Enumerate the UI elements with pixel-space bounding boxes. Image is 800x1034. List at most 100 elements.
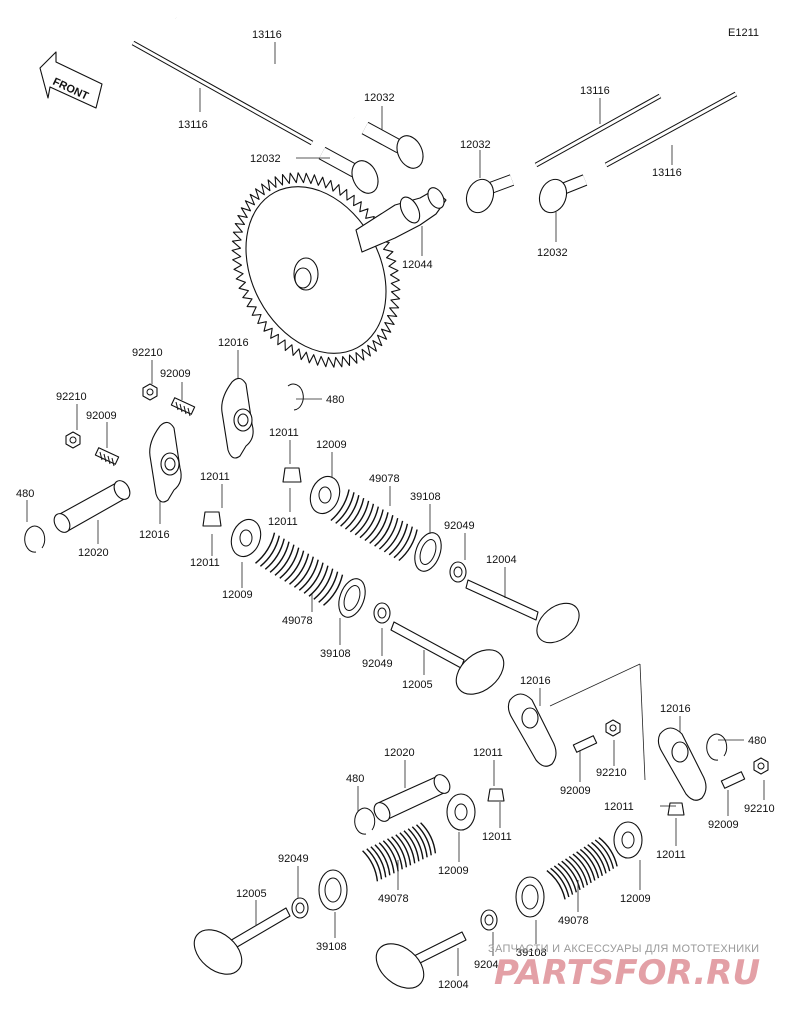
part-label: 92210 — [132, 347, 163, 359]
part-label: 39108 — [410, 491, 441, 503]
part-label: 49078 — [378, 893, 409, 905]
adjusting-screw-part — [170, 397, 196, 417]
part-label: 13116 — [652, 167, 682, 179]
rocker-shaft-part — [373, 774, 451, 822]
part-label: 39108 — [320, 648, 351, 660]
part-label: 12011 — [200, 471, 230, 483]
part-label: 92009 — [708, 819, 739, 831]
nut-part — [65, 431, 81, 449]
part-label: 12032 — [364, 92, 395, 104]
part-label: 39108 — [516, 947, 547, 959]
nut-part — [605, 719, 621, 737]
part-label: 12011 — [656, 849, 686, 861]
push-rod-part — [604, 91, 738, 168]
leader-lines — [26, 42, 765, 976]
part-label: 12011 — [190, 557, 220, 569]
spring-seat-part — [338, 578, 366, 618]
part-label: 12011 — [268, 516, 298, 528]
part-label: 12032 — [250, 153, 281, 165]
cotter-part — [202, 511, 222, 527]
valve-lifter-part — [465, 174, 515, 214]
spring-retainer-part — [613, 821, 643, 859]
part-label: 12011 — [482, 831, 512, 843]
part-label: 12016 — [520, 675, 551, 687]
valve-lifter-part — [318, 146, 379, 194]
part-label: 13116 — [252, 29, 282, 41]
valve-part — [390, 621, 505, 695]
valve-part — [375, 931, 467, 989]
part-label: 12011 — [604, 801, 634, 813]
part-label: 13116 — [580, 85, 610, 97]
valve-part — [465, 579, 580, 644]
front-arrow-icon: FRONT — [39, 51, 103, 109]
adjusting-screw-part — [94, 447, 120, 467]
circlip-part — [706, 733, 728, 761]
valve-spring-part — [255, 532, 344, 606]
rocker-shaft-part — [53, 480, 131, 533]
part-label: 12016 — [660, 703, 691, 715]
push-rod-part — [534, 93, 662, 168]
part-label: 13116 — [178, 119, 208, 131]
part-label: 92049 — [278, 853, 309, 865]
cotter-part — [667, 802, 685, 816]
part-label: 12044 — [402, 259, 433, 271]
spring-retainer-part — [446, 793, 476, 831]
circlip-part — [24, 525, 46, 553]
part-label: 480 — [16, 488, 34, 500]
part-label: 12009 — [316, 439, 347, 451]
part-label: 12020 — [384, 747, 415, 759]
part-label: 12009 — [438, 865, 469, 877]
camshaft-part — [231, 172, 447, 368]
part-label: 92049 — [474, 959, 505, 971]
nut-part — [142, 383, 158, 401]
part-label: 39108 — [316, 941, 347, 953]
adjusting-screw-part — [572, 735, 598, 753]
part-label: 92009 — [160, 368, 191, 380]
valve-spring-part — [362, 822, 437, 882]
nut-part — [753, 757, 769, 775]
valve-spring-part — [546, 837, 618, 900]
spring-seat-part — [515, 876, 545, 918]
stem-seal-part — [449, 561, 467, 583]
watermark-caption: ЗАПЧАСТИ И АКСЕССУАРЫ ДЛЯ МОТОТЕХНИКИ — [488, 943, 759, 955]
part-label: 12009 — [222, 589, 253, 601]
part-label: 92210 — [744, 803, 775, 815]
part-label: 12032 — [460, 139, 491, 151]
valve-lifter-part — [538, 174, 588, 214]
stem-seal-part — [291, 897, 309, 919]
rocker-arm-part — [221, 377, 254, 459]
part-label: 12032 — [537, 247, 568, 259]
part-label: 12020 — [78, 547, 109, 559]
part-label: 92210 — [596, 767, 627, 779]
part-label: 12011 — [473, 747, 503, 759]
circlip-part — [287, 383, 304, 411]
part-label: 92049 — [444, 520, 475, 532]
push-rod-part — [131, 40, 314, 146]
part-label: 49078 — [558, 915, 589, 927]
rocker-arm-part — [507, 693, 557, 767]
part-label: 12016 — [139, 529, 170, 541]
circlip-part — [354, 807, 376, 835]
part-label: 12005 — [236, 888, 267, 900]
spring-seat-part — [318, 869, 348, 911]
cotter-part — [487, 788, 505, 802]
cotter-part — [282, 467, 302, 483]
part-label: 12004 — [486, 554, 517, 566]
part-label: 49078 — [369, 473, 400, 485]
part-label: 12011 — [269, 427, 299, 439]
part-label: 92009 — [560, 785, 591, 797]
stem-seal-part — [480, 909, 498, 931]
part-label: 480 — [748, 735, 766, 747]
push-rod-part — [175, 16, 355, 120]
part-label: 92049 — [362, 658, 393, 670]
stem-seal-part — [373, 602, 391, 624]
part-label: 12016 — [218, 337, 249, 349]
part-label: 480 — [346, 773, 364, 785]
adjusting-screw-part — [720, 771, 746, 789]
part-label: 12009 — [620, 893, 651, 905]
diagram-code: E1211 — [728, 27, 759, 39]
part-label: 480 — [326, 394, 344, 406]
valve-part — [193, 907, 291, 975]
rocker-arm-part — [149, 421, 182, 503]
